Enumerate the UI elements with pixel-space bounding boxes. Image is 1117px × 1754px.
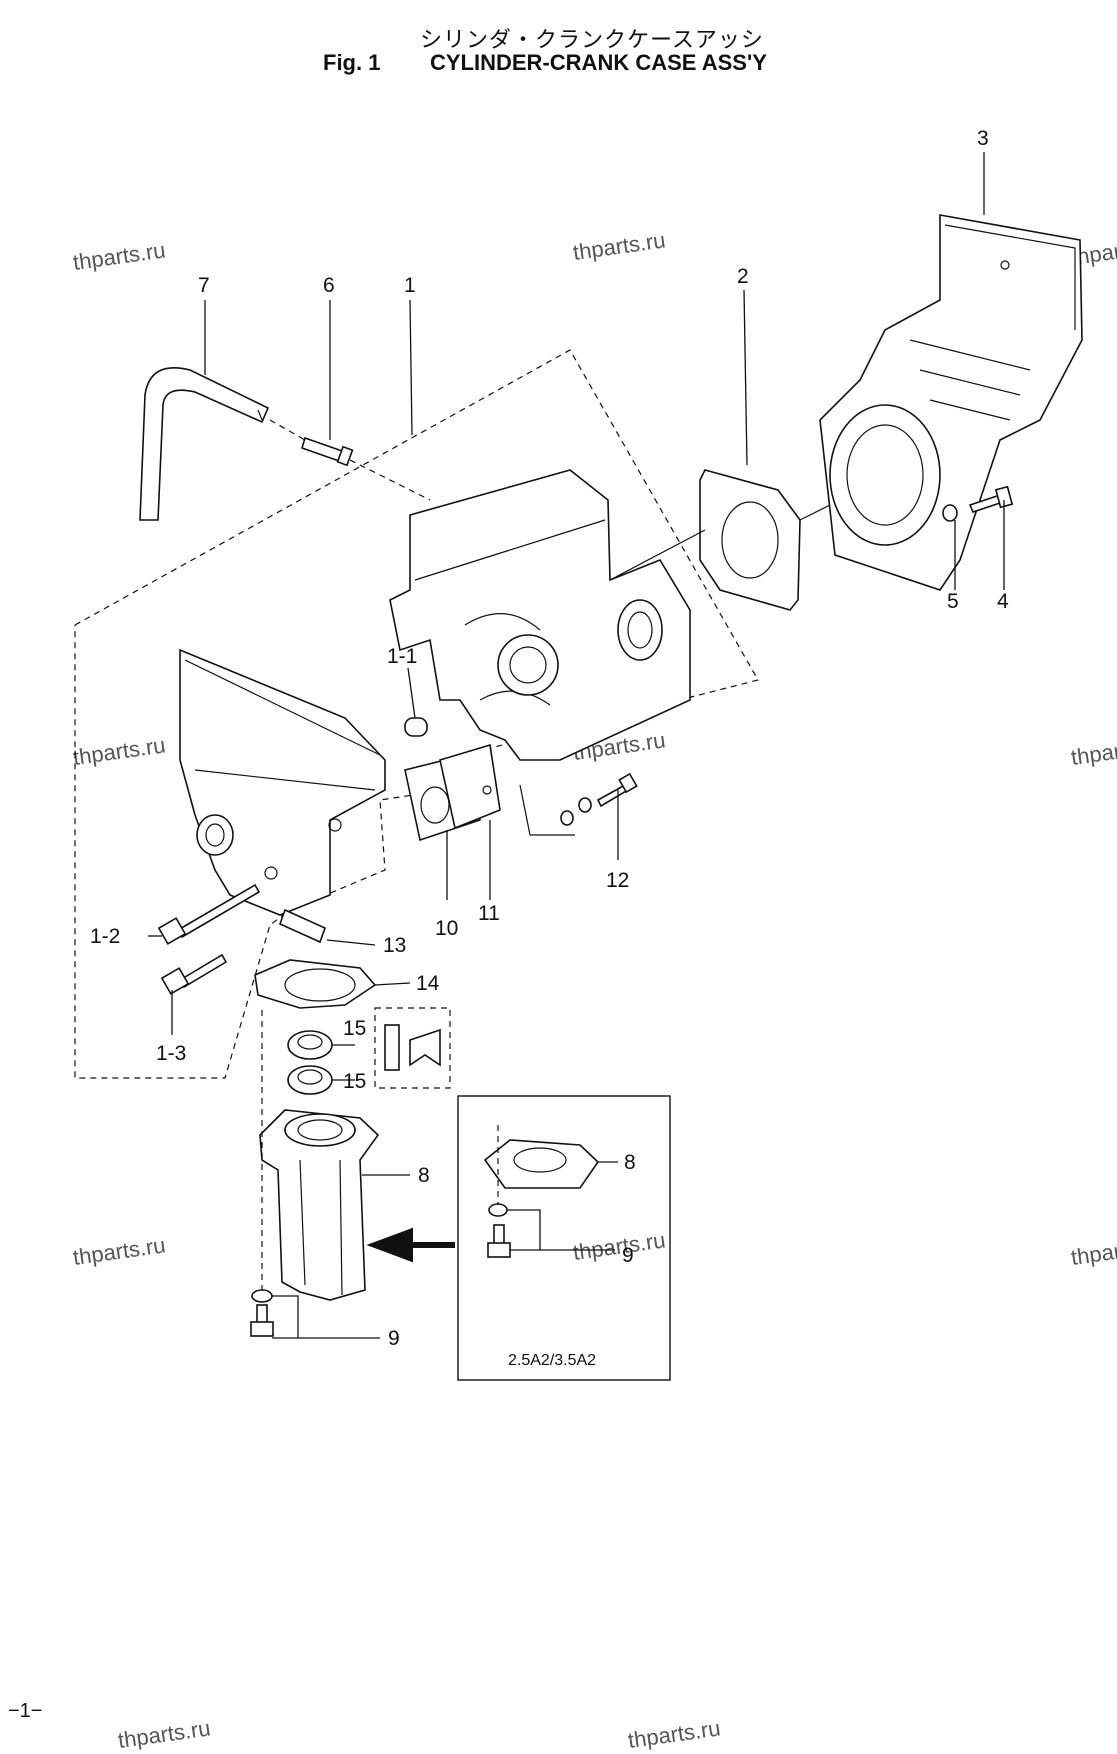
nipple-part (301, 436, 354, 467)
alignment-line (269, 419, 306, 441)
lower-housing-part (259, 1109, 380, 1301)
cylinder-washer (942, 504, 958, 522)
inset-box (457, 1095, 671, 1381)
callout-1-1: 1-1 (387, 645, 417, 668)
callout-7: 7 (198, 274, 210, 297)
callout-11: 11 (478, 902, 500, 925)
callout-10: 10 (435, 917, 458, 940)
callout-8: 8 (418, 1164, 430, 1187)
japanese-title: シリンダ・クランクケースアッシ (420, 28, 764, 53)
alignment-line (519, 784, 575, 836)
inset-callout-8: 8 (624, 1151, 636, 1174)
housing-bolt-9 (250, 1289, 274, 1337)
dowel-pin-part (404, 717, 428, 737)
alignment-line (349, 459, 431, 501)
inset-housing-part (483, 1139, 600, 1189)
callout-3: 3 (977, 127, 989, 150)
hose-part (139, 366, 270, 521)
figure-number: Fig. 1 (323, 50, 381, 75)
callout-13: 13 (383, 934, 406, 957)
cylinder-bolt (968, 485, 1014, 513)
callout-1-2: 1-2 (90, 925, 120, 948)
callout-6: 6 (323, 274, 335, 297)
callout-15-upper: 15 (343, 1017, 366, 1040)
inset-callout-9: 9 (622, 1244, 634, 1267)
crank-case-right-half (389, 469, 691, 761)
assembly-boundary-dashed (74, 349, 759, 1079)
long-bolt-1-3 (160, 953, 228, 995)
callout-14: 14 (416, 972, 440, 995)
callout-2: 2 (737, 265, 749, 288)
callout-15-lower: 15 (343, 1070, 366, 1093)
seal-detail-box (374, 1007, 451, 1089)
crank-case-left-half (179, 648, 386, 916)
callout-9: 9 (388, 1327, 400, 1350)
oil-seal-lower (287, 1065, 333, 1095)
alignment-line (609, 529, 706, 581)
inset-bolt-part (487, 1203, 511, 1258)
oil-seal-upper (287, 1030, 333, 1060)
pin-part-13 (278, 908, 327, 944)
leader-lines (148, 152, 1005, 1339)
reed-stopper-part (439, 743, 501, 830)
callout-1-3: 1-3 (156, 1042, 186, 1065)
callout-12: 12 (606, 869, 629, 892)
cylinder-gasket (699, 469, 801, 611)
seal-section-detail (384, 1024, 441, 1071)
cylinder-part (819, 214, 1083, 591)
inset-arrow (366, 1227, 455, 1263)
reed-screw-part (560, 772, 638, 826)
lower-gasket-14 (254, 959, 377, 1009)
callout-5: 5 (947, 590, 959, 613)
inset-caption: 2.5A2/3.5A2 (508, 1352, 596, 1369)
callout-4: 4 (997, 590, 1009, 613)
callout-1: 1 (404, 274, 416, 297)
long-bolt-1-2 (157, 883, 261, 945)
figure-title: CYLINDER-CRANK CASE ASS'Y (430, 50, 767, 75)
page-number: −1− (8, 1700, 43, 1722)
